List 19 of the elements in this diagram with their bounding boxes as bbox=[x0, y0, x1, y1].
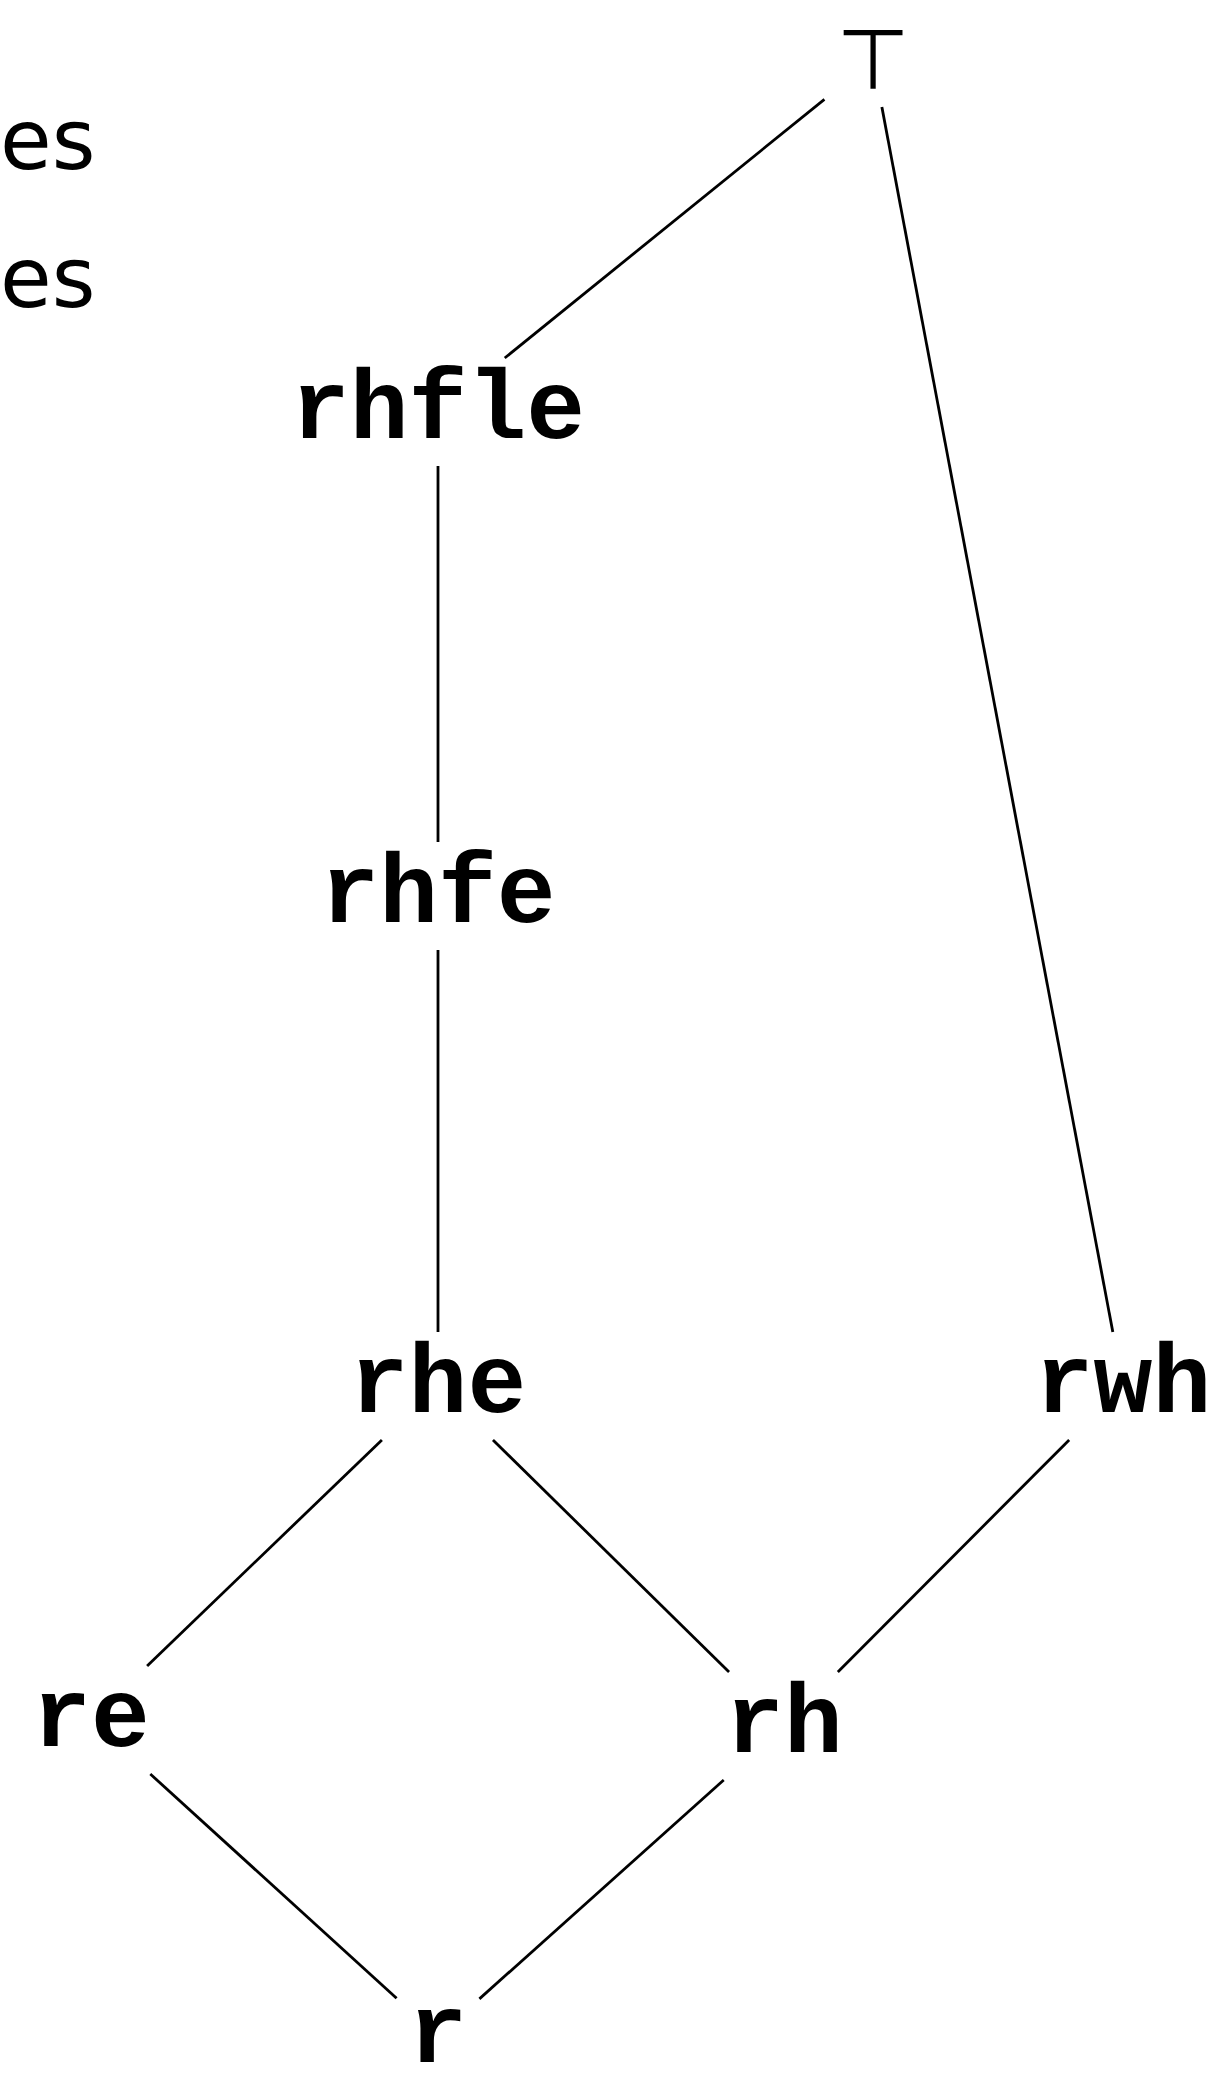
lattice-node-label: rh bbox=[721, 1677, 847, 1775]
text-fragment: es bbox=[0, 98, 96, 182]
lattice-node-label: re bbox=[28, 1671, 154, 1769]
lattice-node-label: rwh bbox=[1030, 1337, 1216, 1435]
connector-line bbox=[436, 950, 440, 1332]
top-symbol: ⊤ bbox=[832, 18, 914, 102]
lattice-node-label: rhfle bbox=[286, 363, 590, 461]
connector-line bbox=[478, 1778, 725, 2000]
connector-line bbox=[836, 1439, 1071, 1673]
text-fragment: es bbox=[0, 236, 96, 320]
connector-line bbox=[880, 106, 1115, 1333]
connector-line bbox=[149, 1772, 398, 2000]
lattice-node-label: r bbox=[404, 1987, 472, 2085]
connector-line bbox=[436, 466, 440, 842]
connector-line bbox=[491, 1439, 731, 1673]
lattice-node-label: rhe bbox=[345, 1337, 531, 1435]
connector-line bbox=[503, 98, 826, 360]
lattice-node-label: rhfe bbox=[316, 847, 560, 945]
connector-line bbox=[146, 1439, 383, 1667]
